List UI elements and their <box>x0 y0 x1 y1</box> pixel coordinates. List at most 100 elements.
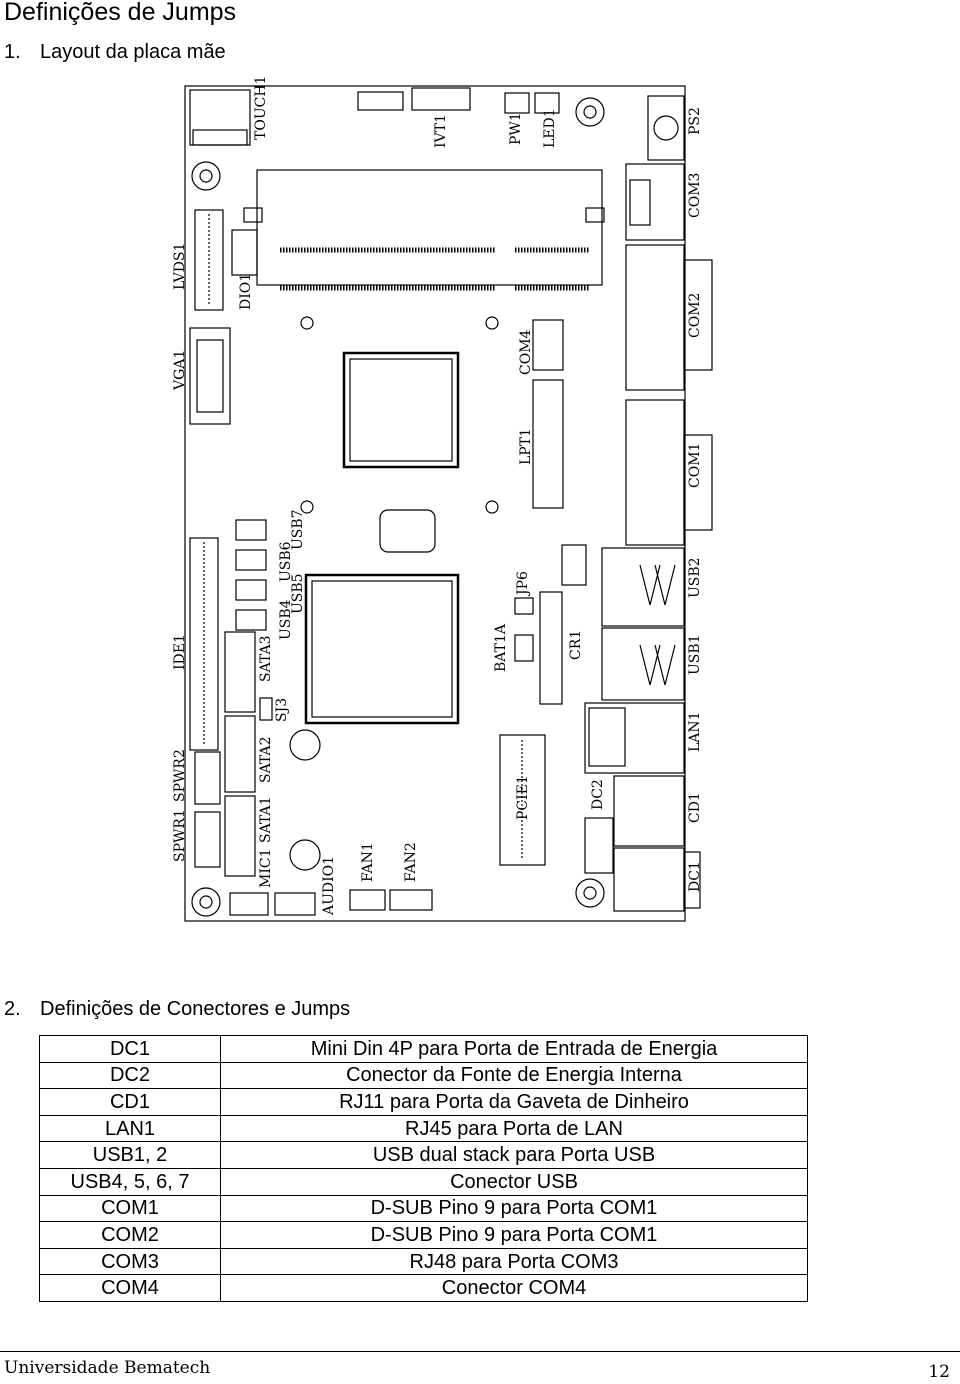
cpu-chip <box>342 351 460 469</box>
label-usb6: USB6 <box>278 541 294 582</box>
label-usb5: USB5 <box>290 573 306 614</box>
section-2-number: 2. <box>4 998 21 1020</box>
usb2-connector <box>601 547 685 627</box>
label-jp6: JP6 <box>515 571 531 597</box>
mic1-connector <box>229 892 269 916</box>
label-com3: COM3 <box>687 173 703 218</box>
connector-code-cell: COM2 <box>39 1221 221 1249</box>
label-usb4: USB4 <box>278 599 294 640</box>
bat1a-connector <box>514 634 534 662</box>
dio1-connector <box>231 229 258 276</box>
ivt1-connector <box>411 87 471 111</box>
connector-description-cell: D-SUB Pino 9 para Porta COM1 <box>220 1221 808 1249</box>
com3-connector <box>625 163 685 241</box>
motherboard-layout-diagram: TOUCH1 IVT1 PW1 LED1 PS2 COM3 LVDS1 DIO1… <box>172 76 713 922</box>
com1-connector <box>625 399 685 546</box>
label-fan2: FAN2 <box>403 842 419 882</box>
jp6-jumper <box>561 544 587 586</box>
audio-jack <box>289 839 321 871</box>
connector-description-cell: Conector COM4 <box>220 1274 808 1302</box>
label-spwr1: SPWR1 <box>172 809 188 862</box>
label-touch1: TOUCH1 <box>253 76 269 140</box>
vga1-connector <box>189 327 231 425</box>
fan2-connector <box>389 889 433 911</box>
connector-description-cell: Mini Din 4P para Porta de Entrada de Ene… <box>220 1035 808 1063</box>
label-ps2: PS2 <box>687 107 703 135</box>
com4-connector <box>532 319 564 371</box>
led1-connector <box>534 92 560 114</box>
label-bat1a: BAT1A <box>493 623 509 672</box>
board-outline <box>184 85 686 922</box>
label-ide1: IDE1 <box>172 634 188 670</box>
footer-institution: Universidade Bematech <box>4 1358 211 1378</box>
ps2-connector <box>647 95 685 161</box>
sodimm-slot <box>256 169 603 286</box>
label-pw1: PW1 <box>508 112 524 145</box>
connector-description-cell: Conector da Fonte de Energia Interna <box>220 1061 808 1090</box>
label-sata3: SATA3 <box>258 635 274 682</box>
label-spwr2: SPWR2 <box>172 749 188 802</box>
fan1-connector <box>349 889 386 911</box>
audio1-connector <box>274 892 316 916</box>
connector-code-cell: LAN1 <box>39 1114 221 1143</box>
label-com4: COM4 <box>518 329 534 375</box>
label-sata2: SATA2 <box>258 736 274 783</box>
battery-holder <box>379 509 436 553</box>
connector-description-cell: USB dual stack para Porta USB <box>220 1141 808 1169</box>
label-vga1: VGA1 <box>172 350 188 391</box>
connector-code-cell: USB4, 5, 6, 7 <box>39 1167 221 1196</box>
footer-divider <box>0 1351 960 1352</box>
connector-code-cell: USB1, 2 <box>39 1141 221 1169</box>
usb5-header <box>235 579 267 601</box>
connector-code-cell: COM4 <box>39 1274 221 1302</box>
cd1-connector <box>613 775 685 847</box>
label-com1: COM1 <box>687 443 703 488</box>
connector-description-cell: RJ48 para Porta COM3 <box>220 1247 808 1276</box>
section-1-label: Layout da placa mãe <box>40 41 226 63</box>
pw1-connector <box>504 92 530 114</box>
label-audio1: AUDIO1 <box>321 856 337 916</box>
lan1-connector <box>584 702 685 774</box>
spwr2-connector <box>194 751 221 805</box>
chipset <box>304 573 460 725</box>
label-cd1: CD1 <box>687 792 703 823</box>
connector-code-cell: COM1 <box>39 1194 221 1223</box>
lvds1-connector <box>194 209 224 311</box>
connector-code-cell: DC1 <box>39 1035 221 1063</box>
label-pcie1: PCIE1 <box>515 775 531 820</box>
connector-code-cell: COM3 <box>39 1247 221 1276</box>
label-usb7: USB7 <box>290 509 306 550</box>
cr1-card-reader <box>539 591 563 705</box>
sata3-connector <box>224 631 256 713</box>
label-sj3: SJ3 <box>274 698 290 722</box>
sata1-connector <box>224 795 256 877</box>
mounting-hole <box>575 97 605 127</box>
usb4-header <box>235 609 267 631</box>
connector-description-cell: RJ11 para Porta da Gaveta de Dinheiro <box>220 1088 808 1116</box>
label-cr1: CR1 <box>568 630 584 660</box>
dc1-connector <box>613 847 685 912</box>
sata2-connector <box>224 715 256 793</box>
page-number: 12 <box>928 1362 950 1382</box>
usb1-connector <box>601 627 685 701</box>
connector-description-cell: RJ45 para Porta de LAN <box>220 1114 808 1143</box>
label-mic1: MIC1 <box>258 849 274 888</box>
section-1-number: 1. <box>4 41 21 63</box>
connector-code-cell: DC2 <box>39 1061 221 1090</box>
connector-code-cell: CD1 <box>39 1088 221 1116</box>
pcie1-slot <box>499 734 546 866</box>
sj3-jumper <box>259 697 273 721</box>
touch1-connector <box>189 89 251 146</box>
mounting-hole <box>191 161 221 191</box>
label-sata1: SATA1 <box>258 796 274 843</box>
